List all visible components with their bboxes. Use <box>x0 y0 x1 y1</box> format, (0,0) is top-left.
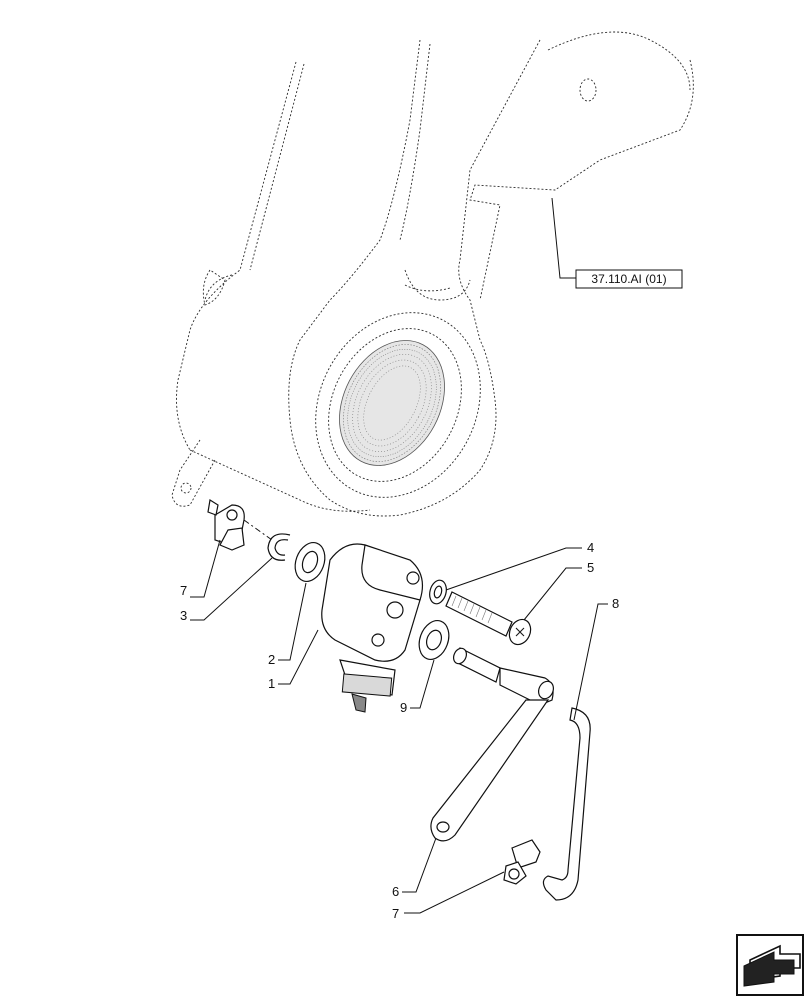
part-7-clip-upper <box>207 499 273 551</box>
reference-callout[interactable]: 37.110.AI (01) <box>551 197 683 289</box>
part-7-clip-lower <box>503 839 541 885</box>
axle-housing-outline <box>171 31 694 517</box>
callout-2: 2 <box>268 652 275 667</box>
next-page-arrow-icon[interactable] <box>736 934 804 996</box>
callout-numbers: 7 3 2 1 4 5 9 8 6 7 <box>180 540 619 921</box>
part-1-position-sensor <box>321 543 423 713</box>
callout-9: 9 <box>400 700 407 715</box>
part-6-lever-arm <box>430 647 554 842</box>
callout-8: 8 <box>612 596 619 611</box>
callout-4: 4 <box>587 540 594 555</box>
part-5-bolt <box>445 591 532 646</box>
part-2-washer <box>294 542 326 582</box>
callout-6: 6 <box>392 884 399 899</box>
callout-1: 1 <box>268 676 275 691</box>
splined-hub <box>315 312 481 498</box>
callout-5: 5 <box>587 560 594 575</box>
reference-label[interactable]: 37.110.AI (01) <box>591 272 666 286</box>
leader-lines <box>190 539 608 914</box>
part-8-link-rod <box>542 707 591 901</box>
callout-7-upper: 7 <box>180 583 187 598</box>
callout-3: 3 <box>180 608 187 623</box>
callout-7-lower: 7 <box>392 906 399 921</box>
part-4-washer <box>429 579 447 605</box>
part-3-snap-ring <box>267 533 291 561</box>
part-9-washer <box>418 620 450 660</box>
